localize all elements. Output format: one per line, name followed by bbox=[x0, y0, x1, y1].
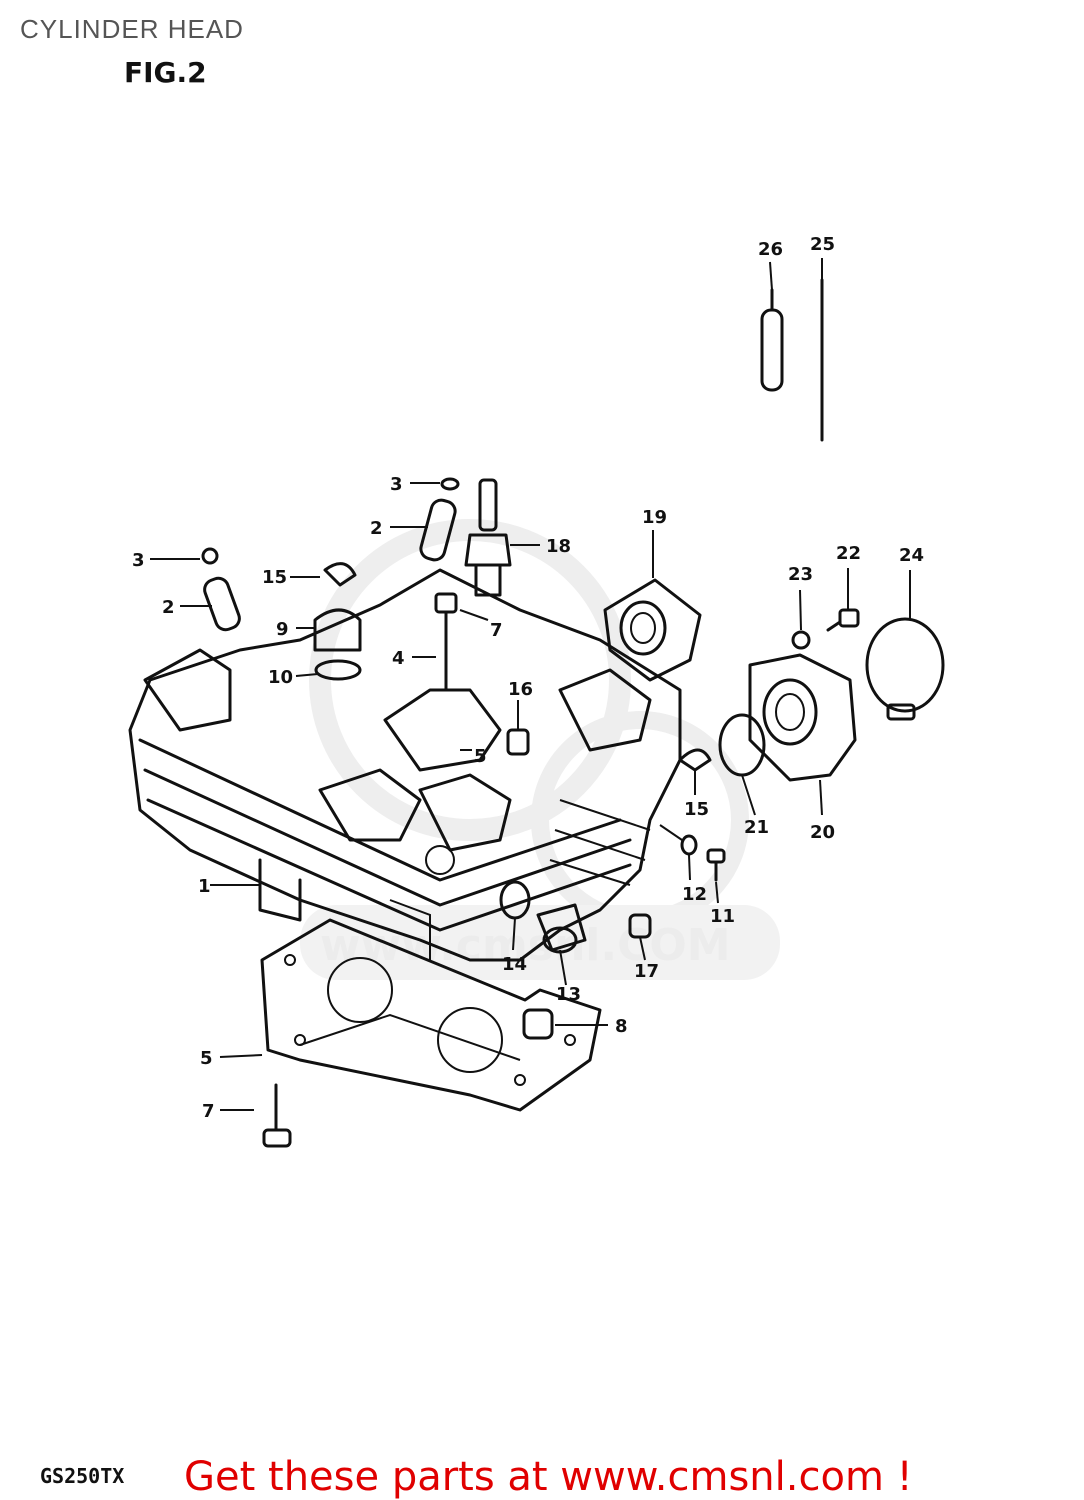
hose-clamp bbox=[865, 617, 945, 721]
callouts: 1 2 2 3 3 4 5 5 7 7 8 9 10 11 12 13 14 1… bbox=[132, 234, 924, 1122]
cam-cap-nut bbox=[313, 608, 362, 652]
callout-5-head: 5 bbox=[474, 746, 487, 767]
callout-25: 25 bbox=[810, 234, 835, 255]
callout-24: 24 bbox=[899, 545, 924, 566]
callout-9: 9 bbox=[276, 619, 289, 640]
cmsnl-link[interactable]: Get these parts at www.cmsnl.com ! bbox=[184, 1454, 913, 1500]
spark-plug bbox=[464, 478, 512, 597]
watermark: www.cmsnl.COM bbox=[300, 519, 780, 980]
leader-lines bbox=[150, 258, 911, 1111]
oil-seal-plug bbox=[323, 562, 357, 587]
screw bbox=[706, 848, 726, 882]
bolt-intake bbox=[826, 608, 860, 632]
callout-19: 19 bbox=[642, 507, 667, 528]
intake-pipe bbox=[603, 578, 702, 682]
callout-7-bottom: 7 bbox=[202, 1101, 215, 1122]
callout-3-right: 3 bbox=[390, 474, 403, 495]
callout-16: 16 bbox=[508, 679, 533, 700]
callout-15-left: 15 bbox=[262, 567, 287, 588]
clip-left bbox=[201, 547, 219, 565]
washer bbox=[314, 659, 362, 681]
callout-13: 13 bbox=[556, 984, 581, 1005]
callout-20: 20 bbox=[810, 822, 835, 843]
dowel-pin-gasket bbox=[522, 1008, 554, 1040]
head-bolt bbox=[434, 592, 458, 692]
callout-2-right: 2 bbox=[370, 518, 383, 539]
callout-15-right: 15 bbox=[684, 799, 709, 820]
figure-label: FIG.2 bbox=[124, 56, 207, 89]
bolt-bottom bbox=[262, 1083, 292, 1148]
callout-8: 8 bbox=[615, 1016, 628, 1037]
callout-12: 12 bbox=[682, 884, 707, 905]
callout-5-gasket: 5 bbox=[200, 1048, 213, 1069]
callout-2-left: 2 bbox=[162, 597, 175, 618]
nut-intake bbox=[791, 630, 811, 650]
spark-plug-wrench bbox=[760, 288, 784, 392]
callout-1: 1 bbox=[198, 876, 211, 897]
callout-22: 22 bbox=[836, 543, 861, 564]
intake-pipe-flange bbox=[748, 653, 857, 782]
cylinder-head-gasket bbox=[260, 918, 602, 1112]
callout-3-left: 3 bbox=[132, 550, 145, 571]
callout-18: 18 bbox=[546, 536, 571, 557]
callout-11: 11 bbox=[710, 906, 735, 927]
callout-23: 23 bbox=[788, 564, 813, 585]
callout-17: 17 bbox=[634, 961, 659, 982]
o-ring bbox=[718, 713, 766, 777]
callout-26: 26 bbox=[758, 239, 783, 260]
callout-14: 14 bbox=[502, 954, 527, 975]
page-title: CYLINDER HEAD bbox=[20, 14, 244, 44]
model-code: GS250TX bbox=[40, 1464, 125, 1488]
key-right bbox=[678, 748, 712, 772]
clip-right bbox=[440, 477, 460, 491]
callout-21: 21 bbox=[744, 817, 769, 838]
cap-nut bbox=[506, 728, 530, 756]
callout-7-top: 7 bbox=[490, 620, 503, 641]
callout-4: 4 bbox=[392, 648, 405, 669]
callout-10: 10 bbox=[268, 667, 293, 688]
washer-small bbox=[680, 834, 698, 856]
dowel-pin-left bbox=[203, 576, 241, 632]
